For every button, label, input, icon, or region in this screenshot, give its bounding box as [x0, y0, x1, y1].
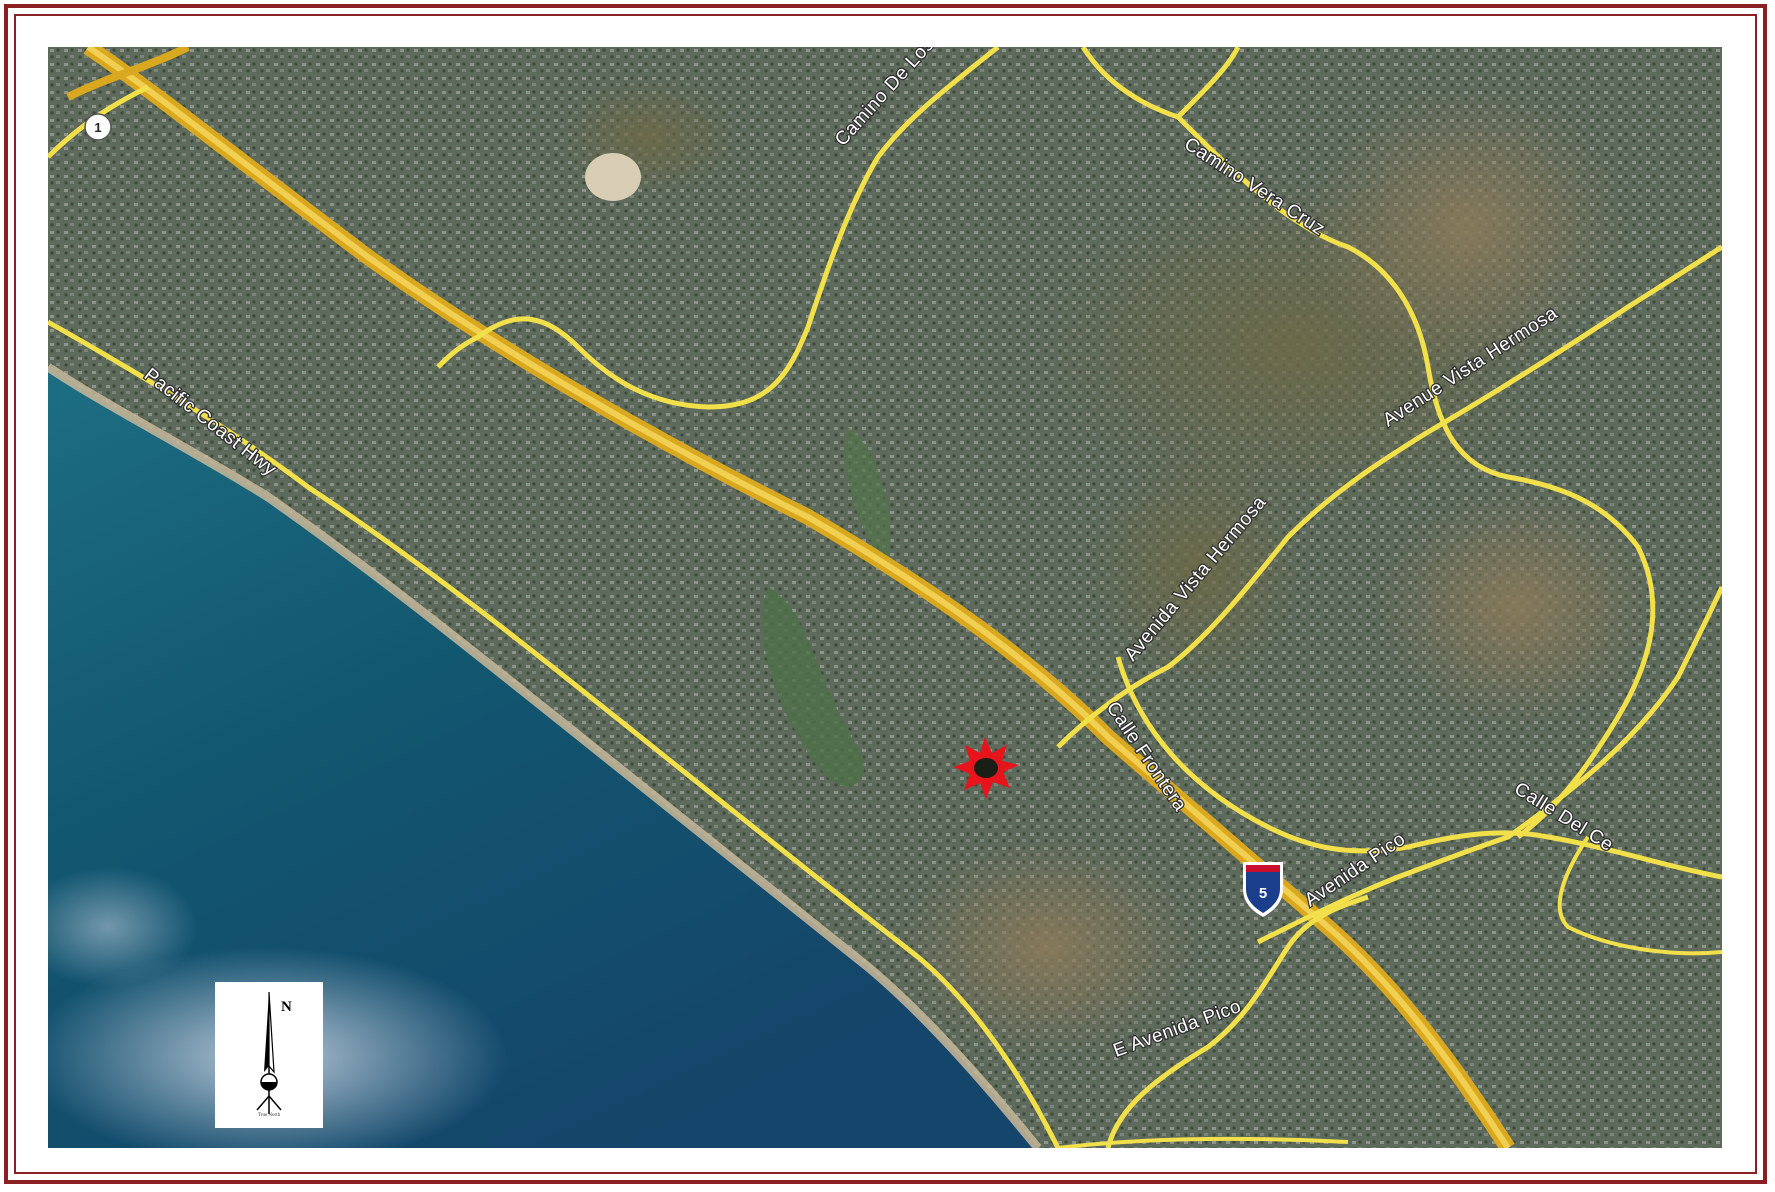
compass-caption: True North — [257, 1113, 281, 1118]
interstate-5-shield-icon: 5 — [1243, 862, 1283, 917]
route-1-number: 1 — [94, 120, 101, 135]
north-arrow-graphic — [256, 991, 282, 1114]
red-star-marker-icon[interactable] — [953, 737, 1019, 799]
map-canvas: Pacific Coast Hwy Camino De Los Camino V… — [48, 47, 1722, 1148]
north-arrow-icon: N True North — [215, 982, 323, 1128]
aerial-map[interactable]: Pacific Coast Hwy Camino De Los Camino V… — [48, 47, 1722, 1148]
route-1-shield-icon: 1 — [84, 113, 112, 141]
inner-frame-border — [14, 14, 1757, 1174]
outer-frame-border — [4, 4, 1767, 1184]
north-letter: N — [281, 999, 292, 1015]
interstate-5-number: 5 — [1259, 885, 1267, 902]
